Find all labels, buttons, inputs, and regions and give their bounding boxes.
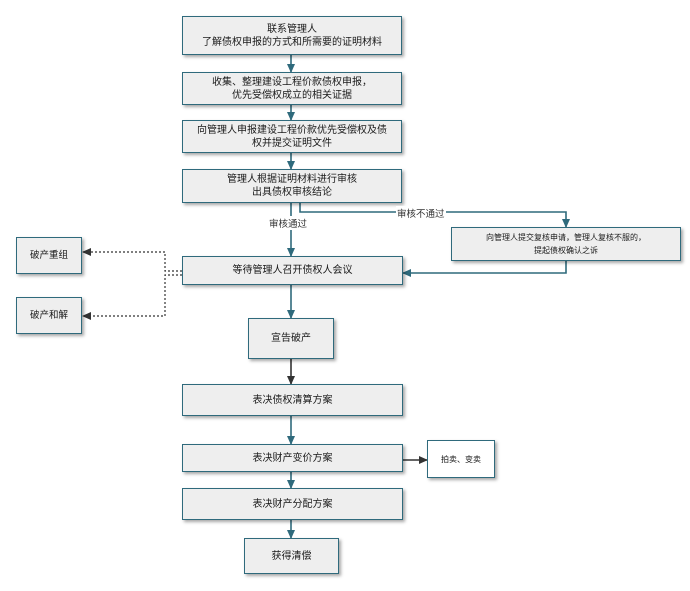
step-creditors-meeting: 等待管理人召开债权人会议 xyxy=(182,256,403,285)
step-contact-manager: 联系管理人 了解债权申报的方式和所需要的证明材料 xyxy=(182,16,402,55)
label-review-passed: 审核通过 xyxy=(268,216,309,230)
step-declare-line2: 权并提交证明文件 xyxy=(252,137,332,149)
step-vote-realization-plan: 表决财产变价方案 xyxy=(182,444,403,472)
step-liquidation-text: 表决债权清算方案 xyxy=(252,394,333,406)
step-repaid-text: 获得清偿 xyxy=(271,550,312,562)
step-meeting-text: 等待管理人召开债权人会议 xyxy=(232,265,353,276)
outcome-reorg-text: 破产重组 xyxy=(29,250,68,261)
label-review-failed: 审核不通过 xyxy=(396,206,446,220)
step-objection-line1: 向管理人提交复核申请，管理人复核不服的， xyxy=(486,233,646,242)
dotted-arrow-to-reorg xyxy=(82,248,182,272)
step-vote-liquidation-plan: 表决债权清算方案 xyxy=(182,384,403,416)
step-collect-evidence: 收集、整理建设工程价款债权申报， 优先受偿权成立的相关证据 xyxy=(182,72,402,105)
step-obtain-repayment: 获得清偿 xyxy=(244,538,339,574)
outcome-bankruptcy-reorganization: 破产重组 xyxy=(16,237,82,274)
step-objection-line2: 提起债权确认之诉 xyxy=(534,246,598,255)
step-review-line1: 管理人根据证明材料进行审核 xyxy=(227,174,357,185)
step-vote-distribution-plan: 表决财产分配方案 xyxy=(182,488,403,520)
step-realization-text: 表决财产变价方案 xyxy=(252,452,333,464)
step-contact-line2: 了解债权申报的方式和所需要的证明材料 xyxy=(202,36,382,48)
step-declare-line1: 向管理人申报建设工程价款优先受偿权及债 xyxy=(197,124,387,136)
step-declare-claim: 向管理人申报建设工程价款优先受偿权及债 权并提交证明文件 xyxy=(182,120,402,153)
step-collect-line1: 收集、整理建设工程价款债权申报， xyxy=(212,76,372,88)
outcome-auction-text: 拍卖、变卖 xyxy=(441,454,481,464)
outcome-settlement-text: 破产和解 xyxy=(29,310,68,321)
outcome-bankruptcy-settlement: 破产和解 xyxy=(16,297,82,334)
step-distribution-text: 表决财产分配方案 xyxy=(252,498,333,510)
step-manager-review: 管理人根据证明材料进行审核 出具债权审核结论 xyxy=(182,169,402,203)
step-declare-bankruptcy: 宣告破产 xyxy=(248,318,334,359)
step-objection-review: 向管理人提交复核申请，管理人复核不服的， 提起债权确认之诉 xyxy=(451,227,681,261)
arrow-objection-to-meeting xyxy=(402,261,567,277)
step-bankrupt-text: 宣告破产 xyxy=(271,333,311,344)
step-contact-line1: 联系管理人 xyxy=(267,23,317,35)
outcome-auction-sale: 拍卖、变卖 xyxy=(427,440,495,478)
dotted-arrow-to-settlement xyxy=(82,274,182,320)
step-collect-line2: 优先受偿权成立的相关证据 xyxy=(232,89,352,101)
step-review-line2: 出具债权审核结论 xyxy=(252,187,332,198)
